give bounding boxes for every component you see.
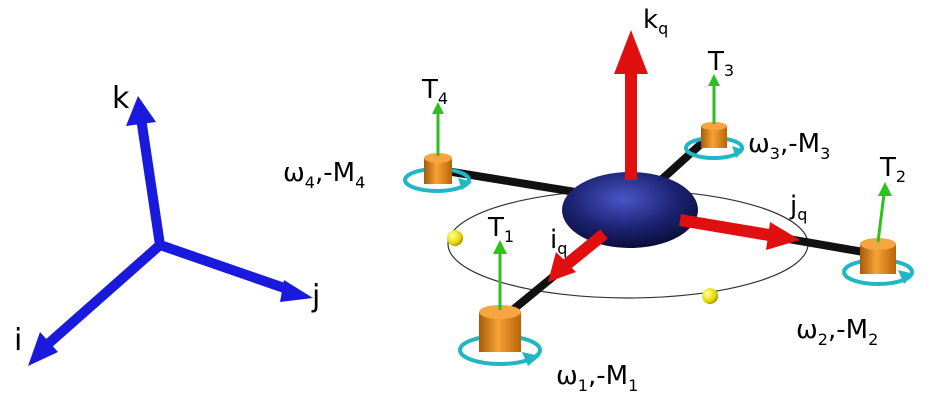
world-j-label: j: [311, 279, 320, 314]
world-k-axis: [126, 96, 165, 250]
rotor-1-label: ω1,-M1: [556, 361, 638, 395]
thrust-1-label: T1: [487, 213, 514, 246]
rotor-3: [684, 74, 744, 160]
world-frame: k j i: [14, 81, 320, 366]
rotor-2: [842, 182, 914, 286]
thrust-2-label: T2: [879, 153, 906, 186]
world-j-axis: [155, 240, 313, 302]
quad-k-axis: [614, 30, 648, 180]
rotor-4-label: ω4,-M4: [283, 158, 365, 192]
sphere-icon: [702, 288, 718, 304]
quad-i-label: iq: [550, 225, 567, 258]
sphere-icon: [447, 230, 463, 246]
quad-body: [562, 172, 698, 248]
rotor-4: [403, 102, 472, 193]
world-k-label: k: [112, 81, 130, 116]
rotor-3-label: ω3,-M3: [748, 129, 830, 163]
rotor-2-label: ω2,-M2: [796, 315, 878, 349]
quad-j-axis: [679, 214, 800, 250]
world-i-label: i: [14, 323, 22, 358]
quad-i-axis: [548, 229, 608, 282]
quad-j-label: jq: [789, 191, 807, 224]
quadrotor: kq jq iq T4 ω4,-M4: [283, 5, 914, 395]
thrust-4-label: T4: [421, 75, 448, 108]
quad-k-label: kq: [643, 5, 668, 38]
thrust-3-label: T3: [707, 47, 734, 80]
rotor-1: [458, 240, 542, 366]
world-i-axis: [28, 240, 165, 366]
